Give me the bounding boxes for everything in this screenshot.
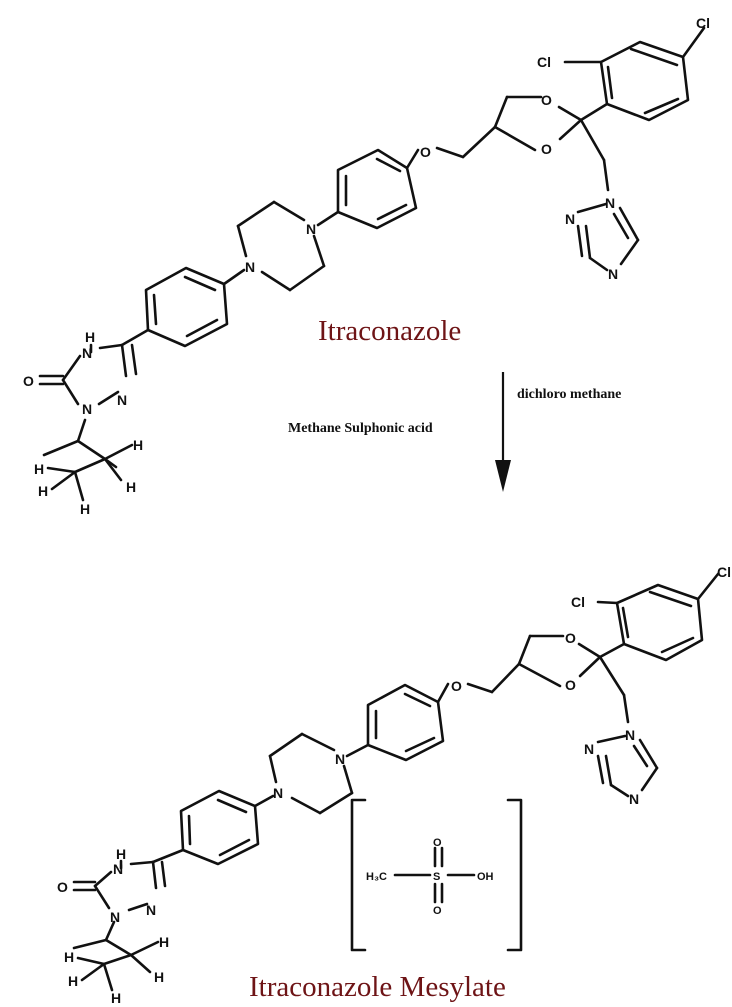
chlorine-para-label: Cl <box>696 15 710 31</box>
methylene-n-bond <box>622 693 630 724</box>
solvent-label: dichloro methane <box>517 387 621 402</box>
hydrogen-5-label: H <box>80 501 90 517</box>
hydrogen-5-label: H <box>111 990 121 1006</box>
nh-hydrogen-label: H <box>85 329 95 345</box>
hydrogen-1-label: H <box>159 934 169 950</box>
methylene-bond <box>598 655 626 697</box>
dioxolane-oxygen-bottom-label: O <box>541 141 552 157</box>
cl-para-bond <box>681 26 706 59</box>
hydrogen-4-label: H <box>126 479 136 495</box>
hydrogen-3-label: H <box>68 973 78 989</box>
ether-oxygen-label: O <box>451 678 462 694</box>
triazole-n1-label: N <box>605 195 615 211</box>
reactant-name: Itraconazole <box>318 315 461 347</box>
triazole-n2-label: N <box>565 211 575 227</box>
hydroxyl-label: OH <box>477 871 494 883</box>
piperazine-n1-label: N <box>335 751 345 767</box>
ring-n1-label: N <box>110 909 120 925</box>
aryl-n-bond <box>316 210 340 227</box>
itraconazole-mesylate-structure: Cl Cl O O O N N N N N H N O N N H H H H … <box>57 564 731 1006</box>
piperazine-ring <box>236 200 326 292</box>
triazole-n2-label: N <box>584 741 594 757</box>
sulfonyl-oxygen-top-label: O <box>433 837 442 849</box>
hydrogen-2-label: H <box>64 949 74 965</box>
nh-hydrogen-label: H <box>116 846 126 862</box>
hydrogen-2-label: H <box>34 461 44 477</box>
o-aryl-bond <box>405 148 420 170</box>
dioxolane-oxygen-top-label: O <box>565 630 576 646</box>
chlorine-ortho-label: Cl <box>537 54 551 70</box>
hydrogen-4-label: H <box>154 969 164 985</box>
reaction-arrow <box>495 372 511 492</box>
reagent-label: Methane Sulphonic acid <box>288 421 433 436</box>
n-aryl-bond <box>222 268 246 286</box>
phenoxy-ring <box>366 683 445 762</box>
triazolone-ring <box>38 343 138 406</box>
chlorine-ortho-label: Cl <box>571 594 585 610</box>
triazole-ring <box>596 734 659 798</box>
n-aryl-bond <box>253 794 275 808</box>
product-name: Itraconazole Mesylate <box>249 971 506 1003</box>
triazole-ring <box>576 202 640 272</box>
itraconazole-structure: Cl Cl O O O N N N N N H N O N N H H H H … <box>23 15 710 517</box>
dichlorophenyl-ring <box>599 40 690 122</box>
hydrogen-3-label: H <box>38 483 48 499</box>
triazole-n4-label: N <box>608 266 618 282</box>
triazole-n4-label: N <box>629 791 639 807</box>
ch2-o-bond <box>466 682 494 694</box>
sec-butyl-chain <box>72 920 160 992</box>
phenylene-ring <box>144 266 229 348</box>
piperazine-n4-label: N <box>273 785 283 801</box>
dioxolane-oxygen-top-label: O <box>541 92 552 108</box>
aryl-triazolone-bond <box>120 328 150 347</box>
methyl-label: H₃C <box>366 871 387 883</box>
piperazine-n1-label: N <box>306 221 316 237</box>
carbonyl-oxygen-label: O <box>57 879 68 895</box>
bracket-left <box>350 798 367 952</box>
sulfur-label: S <box>433 871 440 883</box>
hydrogen-1-label: H <box>133 437 143 453</box>
phenylene-ring <box>179 789 260 866</box>
piperazine-n4-label: N <box>245 259 255 275</box>
triazole-n1-label: N <box>625 727 635 743</box>
ch2-bond <box>461 125 497 159</box>
dioxolane-oxygen-bottom-label: O <box>565 677 576 693</box>
mesylate-counterion: H₃C S O O OH <box>350 798 523 952</box>
cl-para-bond <box>696 572 720 601</box>
ether-oxygen-label: O <box>420 144 431 160</box>
chlorine-para-label: Cl <box>717 564 731 580</box>
methylene-bond <box>579 118 606 162</box>
phenoxy-ring <box>336 148 418 230</box>
ch2-bond <box>490 662 521 694</box>
triazolone-ring <box>72 860 167 912</box>
ring-n2-label: N <box>117 392 127 408</box>
nh-nitrogen-label: N <box>113 861 123 877</box>
aryl-n-bond <box>345 743 370 758</box>
sec-butyl-chain <box>42 418 134 502</box>
bracket-right <box>506 798 523 952</box>
dichlorophenyl-ring <box>615 583 704 662</box>
carbonyl-oxygen-label: O <box>23 373 34 389</box>
ring-n1-label: N <box>82 401 92 417</box>
o-aryl-bond <box>436 682 450 704</box>
cl-ortho-bond <box>596 600 619 605</box>
nh-nitrogen-label: N <box>82 345 92 361</box>
sulfonyl-oxygen-bottom-label: O <box>433 905 442 917</box>
dioxolane-ring <box>517 634 626 688</box>
aryl-triazolone-bond <box>151 848 185 864</box>
methylene-n-bond <box>602 158 610 192</box>
ring-n2-label: N <box>146 902 156 918</box>
ch2-o-bond <box>435 146 465 159</box>
piperazine-ring <box>268 732 354 815</box>
dioxolane-ring <box>493 95 609 152</box>
